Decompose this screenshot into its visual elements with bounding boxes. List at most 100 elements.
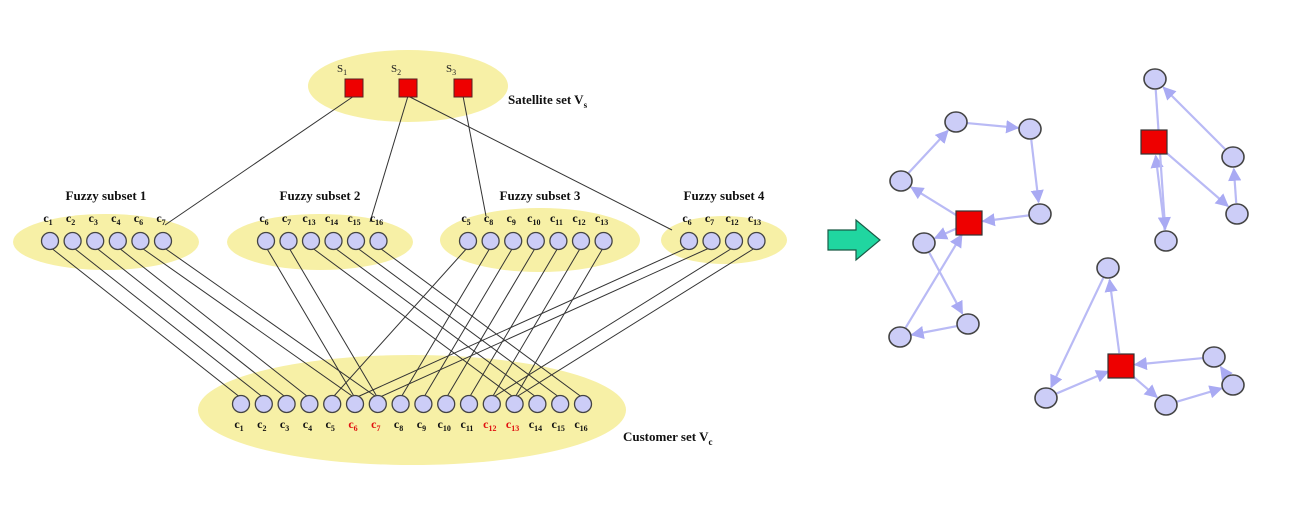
assignment-edge [265, 246, 356, 399]
fuzzy-subset-title: Fuzzy subset 2 [280, 188, 361, 203]
customer-set-ellipse [198, 355, 626, 465]
customer-node [323, 394, 342, 414]
route-edge [1030, 139, 1044, 204]
assignment-edge [310, 246, 515, 399]
customer-label: c13 [595, 211, 608, 227]
assignment-edge [468, 246, 559, 399]
assignment-edge [514, 246, 757, 399]
customer-label: c7 [371, 417, 380, 433]
customer-label: c6 [259, 211, 268, 227]
route-edge [981, 213, 1030, 227]
assignment-edge [49, 246, 242, 399]
customer-label: c3 [89, 211, 98, 227]
customer-node [279, 231, 298, 251]
customer-label: c9 [507, 211, 516, 227]
assignment-edge [491, 246, 582, 399]
customer-label: c5 [326, 417, 335, 433]
satellite-link [164, 95, 355, 226]
route-customer-node [1154, 394, 1178, 416]
customer-node [571, 231, 591, 251]
customer-node [153, 231, 173, 251]
customer-label: c16 [370, 211, 383, 227]
satellite-link [462, 95, 487, 217]
customer-node [482, 394, 501, 414]
customer-label: c10 [438, 417, 451, 433]
customer-node [346, 231, 366, 251]
customer-node [231, 394, 251, 414]
assignment-edge [288, 246, 379, 399]
customer-label: c5 [461, 211, 470, 227]
route-customer-node [944, 111, 968, 133]
customer-node [549, 231, 568, 251]
customer-node [594, 231, 613, 251]
route-edge [904, 233, 963, 329]
customer-label: c2 [66, 211, 75, 227]
customer-node [724, 231, 744, 251]
assignment-edge [140, 246, 356, 399]
customer-label: c16 [574, 417, 587, 433]
route-customer-node [1143, 68, 1167, 90]
route-edge [1055, 370, 1110, 395]
satellite-link [369, 95, 409, 223]
route-customer-node [888, 326, 912, 348]
customer-node [131, 231, 150, 251]
customer-node [551, 394, 570, 414]
customer-label: c15 [552, 417, 565, 433]
assignment-edge [422, 246, 514, 399]
route-customer-node [1221, 146, 1245, 168]
route-edge [1162, 86, 1226, 150]
route-edge [1228, 167, 1242, 204]
assignment-edge [378, 246, 584, 399]
assignment-edge [72, 246, 265, 399]
right-arrow-icon [827, 218, 881, 262]
customer-label: c7 [705, 211, 714, 227]
route-depot-node [1140, 129, 1168, 155]
customer-label: c13 [506, 417, 519, 433]
customer-node [391, 394, 410, 414]
customer-node [679, 231, 699, 251]
customer-node [437, 394, 456, 414]
route-customer-node [956, 313, 980, 335]
route-edge [928, 252, 964, 315]
customer-node [254, 394, 273, 414]
customer-node [459, 394, 479, 414]
assignment-edges [49, 95, 757, 399]
route-customer-node [1225, 203, 1249, 225]
assignment-edge [445, 246, 537, 399]
route-edge [1163, 149, 1229, 208]
route-edge [1133, 356, 1204, 371]
satellite-label: S3 [446, 63, 456, 77]
assignment-edge [331, 246, 469, 399]
customer-node [505, 394, 524, 414]
route-customer-node [1018, 118, 1042, 140]
customer-node [256, 231, 276, 251]
customer-label: c4 [303, 417, 312, 433]
assignment-edge [333, 246, 538, 399]
route-edge [1130, 373, 1158, 399]
route-edge [1050, 277, 1105, 389]
customer-label: c12 [483, 417, 496, 433]
satellite-label: S1 [337, 63, 347, 77]
customer-node [63, 231, 82, 251]
assignment-edge [355, 246, 561, 399]
satellite-set-label: Satellite set Vs [508, 92, 588, 110]
assignment-edge [94, 246, 287, 399]
satellite-link [407, 95, 673, 231]
customer-label: c7 [282, 211, 291, 227]
routing-solution [888, 68, 1249, 416]
assignment-edge [354, 246, 690, 399]
customer-label: c7 [156, 211, 165, 227]
customer-node [40, 231, 60, 251]
route-depot-node [1107, 353, 1135, 379]
route-edge [910, 324, 958, 339]
customer-label: c9 [417, 417, 426, 433]
customer-set-label: Customer set Vc [623, 429, 712, 447]
customer-node [324, 231, 343, 251]
nodes-layer [40, 78, 766, 414]
assignment-edge [400, 246, 492, 399]
customer-label: c2 [257, 417, 266, 433]
route-customer-node [1154, 230, 1178, 252]
route-customer-node [912, 232, 936, 254]
